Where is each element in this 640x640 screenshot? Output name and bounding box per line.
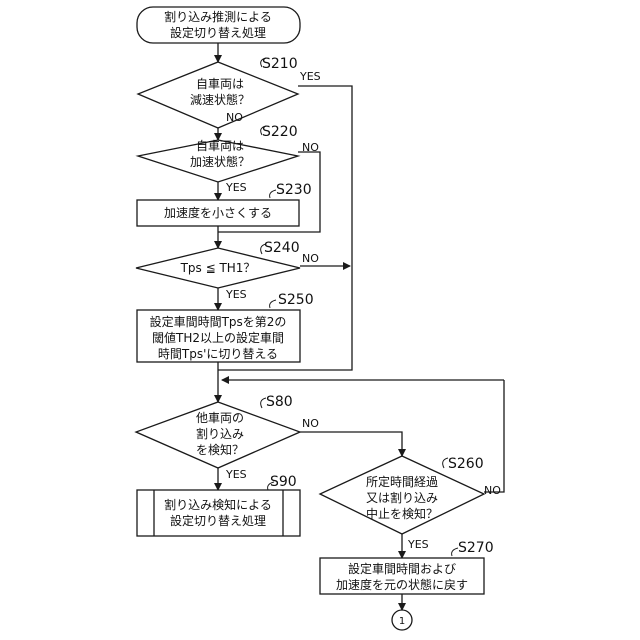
s250-line3: 時間Tps'に切り替える: [158, 347, 278, 361]
s240-step: S240: [264, 240, 300, 256]
s210-no-label: NO: [226, 111, 243, 124]
s240-yes-label: YES: [225, 288, 247, 301]
s80-line3: を検知？: [196, 443, 244, 457]
s220-line1: 自車両は: [196, 139, 244, 153]
s210-line1: 自車両は: [196, 77, 244, 91]
s260-step: S260: [448, 456, 484, 472]
s270-line1: 設定車間時間および: [348, 561, 456, 576]
s220-no-label: NO: [302, 141, 319, 154]
s260-no-label: NO: [484, 484, 501, 497]
s270-step: S270: [458, 540, 494, 556]
s260-line3: 中止を検知？: [366, 506, 438, 521]
process-s230: 加速度を小さくする S230: [137, 182, 312, 226]
s80-yes-label: YES: [225, 468, 247, 481]
decision-s80: 他車両の 割り込み を検知？ S80 NO YES: [136, 394, 319, 481]
s260-line1: 所定時間経過: [366, 474, 438, 489]
s210-line2: 減速状態？: [190, 92, 250, 107]
s90-line1: 割り込み検知による: [164, 497, 272, 512]
s80-line1: 他車両の: [196, 411, 244, 425]
process-s270: 設定車間時間および 加速度を元の状態に戻す S270: [320, 540, 494, 594]
s80-line2: 割り込み: [196, 426, 244, 441]
s260-line2: 又は割り込み: [366, 490, 438, 505]
s240-no-label: NO: [302, 252, 319, 265]
s220-yes-label: YES: [225, 181, 247, 194]
s230-step: S230: [276, 182, 312, 198]
decision-s260: 所定時間経過 又は割り込み 中止を検知？ S260 NO YES: [320, 456, 501, 551]
s220-step: S220: [262, 124, 298, 140]
start-line1: 割り込み推測による: [164, 9, 272, 24]
s240-text: Tps ≦ TH1？: [180, 261, 256, 275]
s250-step: S250: [278, 292, 314, 308]
s90-step: S90: [270, 474, 297, 490]
s220-line2: 加速状態？: [190, 154, 250, 169]
s80-no-label: NO: [302, 417, 319, 430]
decision-s210: 自車両は 減速状態？ S210 YES NO: [138, 56, 321, 128]
process-s250: 設定車間時間Tpsを第2の 閾値TH2以上の設定車間 時間Tps'に切り替える …: [137, 292, 314, 362]
s250-line2: 閾値TH2以上の設定車間: [152, 330, 284, 345]
s90-line2: 設定切り替え処理: [170, 513, 266, 528]
start-line2: 設定切り替え処理: [170, 25, 266, 40]
s250-line1: 設定車間時間Tpsを第2の: [150, 314, 287, 329]
s80-step: S80: [266, 394, 293, 410]
s270-line2: 加速度を元の状態に戻す: [336, 577, 468, 592]
s210-yes-label: YES: [299, 70, 321, 83]
s230-text: 加速度を小さくする: [164, 205, 272, 220]
s260-yes-label: YES: [407, 538, 429, 551]
offpage-connector: 1: [392, 610, 412, 630]
s210-step: S210: [262, 56, 298, 72]
start-terminal: 割り込み推測による 設定切り替え処理: [137, 7, 300, 43]
connector-label: 1: [399, 616, 405, 627]
